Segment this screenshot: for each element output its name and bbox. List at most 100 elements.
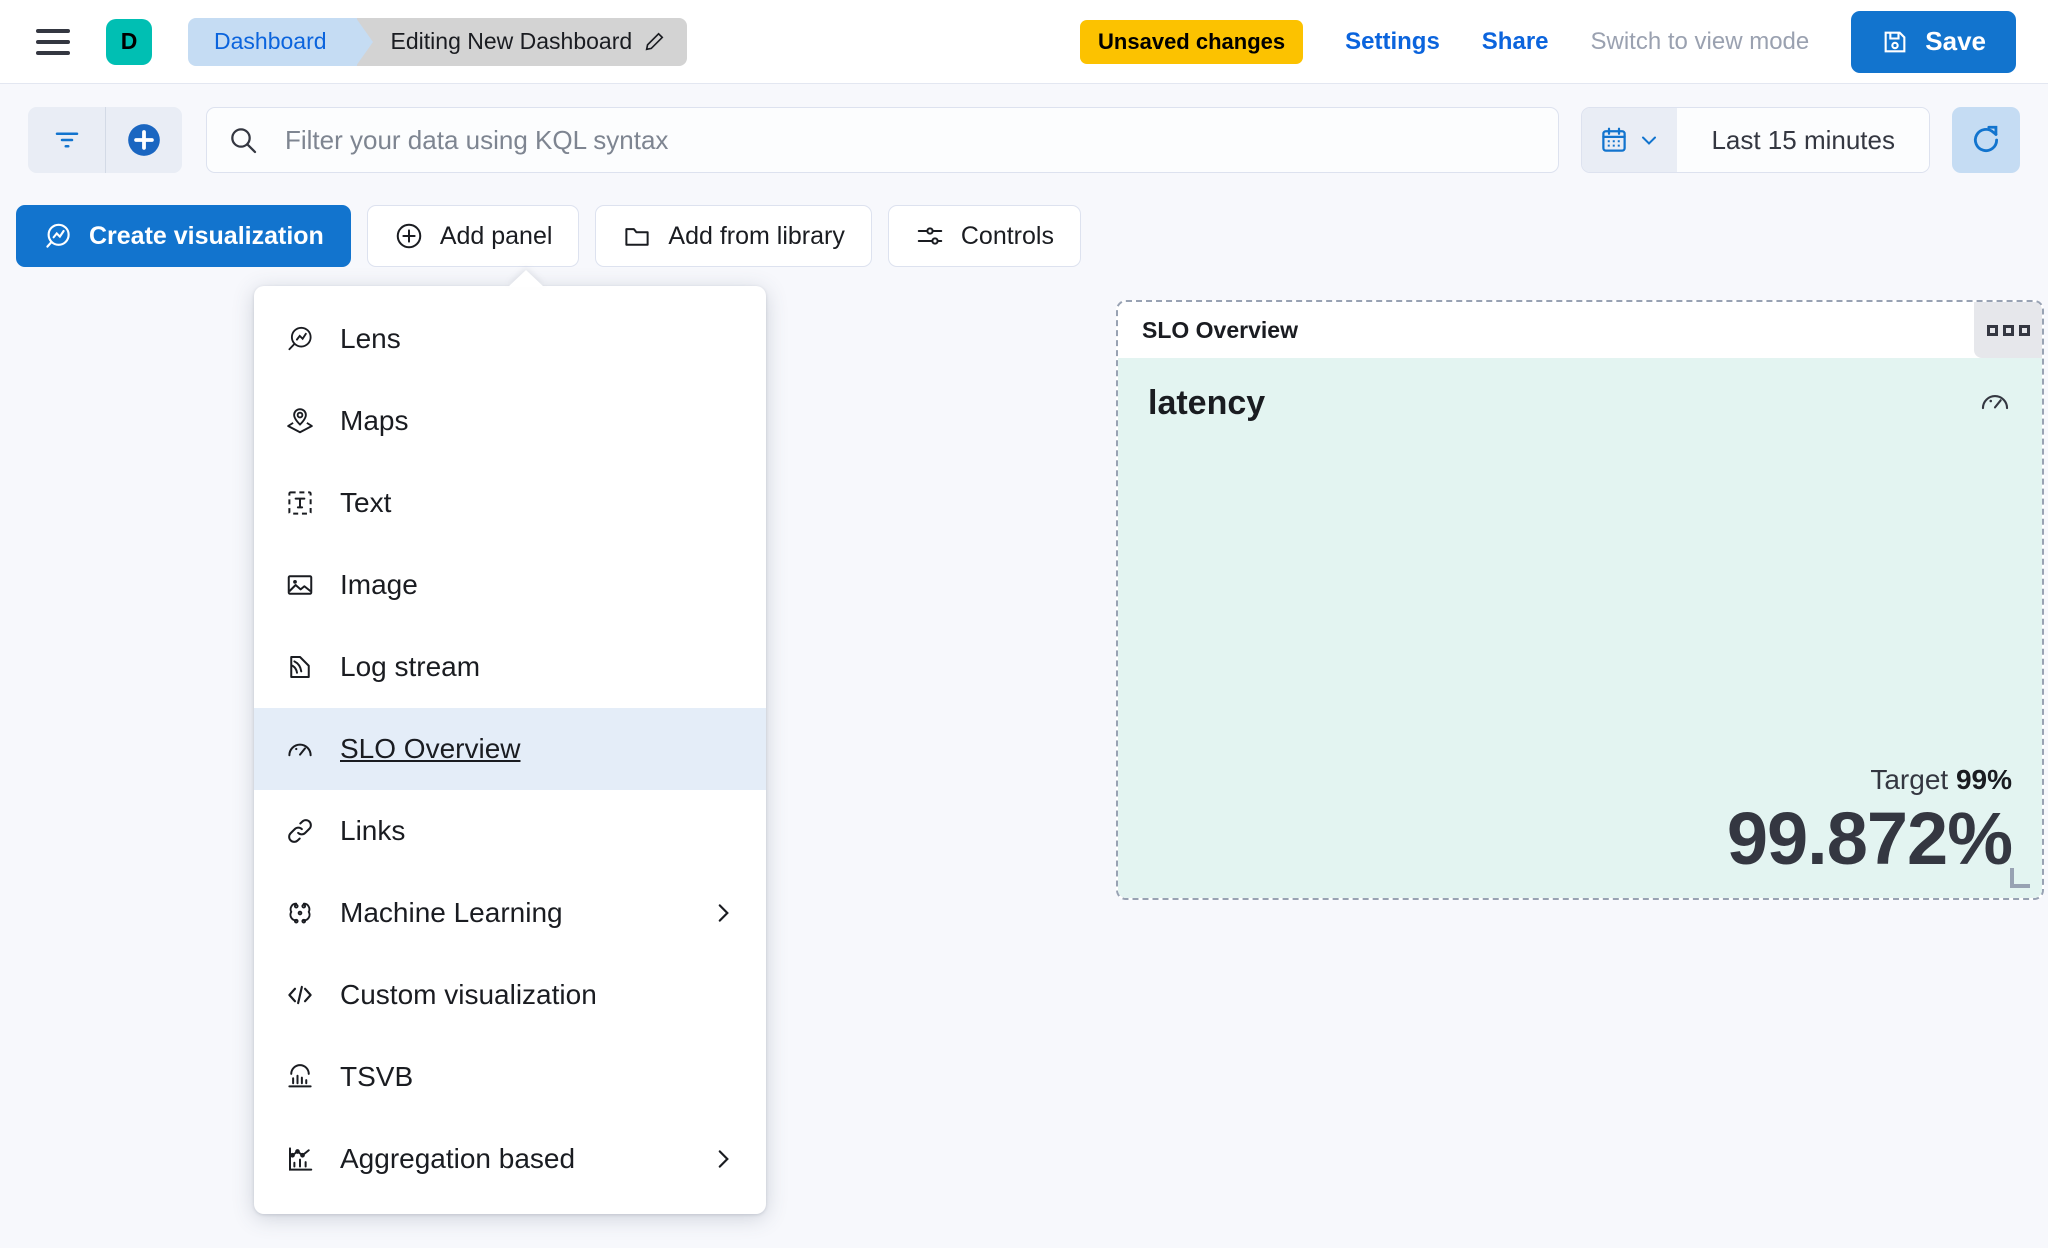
menu-item-links[interactable]: Links <box>254 790 766 872</box>
tsvb-icon <box>284 1061 316 1093</box>
panel-menu-dot <box>2002 324 2014 336</box>
search-input[interactable] <box>285 124 1539 156</box>
ml-icon <box>284 897 316 929</box>
controls-icon <box>917 227 943 245</box>
add-panel-menu: Lens Maps Text Image <box>254 270 766 1214</box>
plus-circle-icon <box>396 223 422 249</box>
menu-item-label: SLO Overview <box>340 733 521 764</box>
menu-item-label: Log stream <box>340 651 481 682</box>
save-button[interactable]: Save <box>1851 10 2016 73</box>
menu-item-label: TSVB <box>340 1061 414 1092</box>
switch-to-view-mode-link[interactable]: Switch to view mode <box>1590 27 1810 55</box>
hamburger-menu-icon[interactable] <box>36 28 70 55</box>
text-icon <box>284 487 316 519</box>
lens-icon <box>46 223 70 248</box>
chevron-right-icon <box>718 1150 729 1168</box>
menu-item-label: Lens <box>340 323 401 354</box>
panel-header: SLO Overview <box>1118 302 2042 358</box>
save-disk-icon <box>1884 31 1906 52</box>
refresh-button[interactable] <box>1952 107 2020 173</box>
menu-item-text[interactable]: Text <box>254 462 766 544</box>
add-panel-button[interactable]: Add panel <box>366 205 580 267</box>
calendar-icon <box>1602 127 1626 152</box>
add-from-library-label: Add from library <box>668 221 845 250</box>
share-link[interactable]: Share <box>1481 27 1549 55</box>
settings-link[interactable]: Settings <box>1345 27 1440 55</box>
lens-icon <box>284 323 316 355</box>
menu-item-image[interactable]: Image <box>254 544 766 626</box>
filter-icon <box>55 132 78 148</box>
refresh-icon <box>1974 125 1999 153</box>
menu-item-label: Maps <box>340 405 409 436</box>
pencil-icon[interactable] <box>643 31 665 53</box>
slo-target-value: 99% <box>1955 764 2012 795</box>
breadcrumb: Dashboard Editing New Dashboard <box>188 17 688 66</box>
dashboard-panel-slo-overview[interactable]: SLO Overview latency Target 99% 99.872% <box>1116 300 2044 900</box>
space-avatar[interactable]: D <box>106 18 152 65</box>
panel-menu-dot <box>2018 324 2030 336</box>
gauge-icon <box>284 733 316 765</box>
add-circle-icon <box>128 124 160 156</box>
date-picker-group: Last 15 minutes <box>1581 107 1930 173</box>
menu-item-tsvb[interactable]: TSVB <box>254 1036 766 1118</box>
code-icon <box>284 979 316 1011</box>
slo-current-value: 99.872% <box>1726 797 2013 880</box>
menu-item-log-stream[interactable]: Log stream <box>254 626 766 708</box>
slo-card-body: latency Target 99% 99.872% <box>1118 358 2042 898</box>
menu-item-lens[interactable]: Lens <box>254 298 766 380</box>
menu-item-machine-learning[interactable]: Machine Learning <box>254 872 766 954</box>
add-from-library-button[interactable]: Add from library <box>595 205 872 267</box>
date-range-display[interactable]: Last 15 minutes <box>1677 108 1929 172</box>
breadcrumb-item-editing[interactable]: Editing New Dashboard <box>356 17 688 66</box>
search-icon <box>231 128 257 154</box>
dashboard-edit-toolbar: Create visualization Add panel Add from … <box>0 197 2048 275</box>
menu-item-label: Custom visualization <box>340 979 597 1010</box>
image-icon <box>284 569 316 601</box>
slo-name: latency <box>1148 384 1266 422</box>
slo-target-row: Target 99% <box>1148 764 2012 796</box>
menu-item-custom-visualization[interactable]: Custom visualization <box>254 954 766 1036</box>
create-visualization-button[interactable]: Create visualization <box>16 205 351 267</box>
menu-item-slo-overview[interactable]: SLO Overview <box>254 708 766 790</box>
resize-handle-icon[interactable] <box>2010 868 2030 888</box>
controls-button[interactable]: Controls <box>887 205 1081 267</box>
popover-arrow <box>508 270 544 287</box>
save-button-label: Save <box>1925 26 1986 56</box>
query-input-wrapper[interactable] <box>206 107 1560 173</box>
slo-title-row: latency <box>1148 384 2012 423</box>
maps-icon <box>284 405 316 437</box>
panel-title: SLO Overview <box>1142 316 1298 343</box>
breadcrumb-editing-label: Editing New Dashboard <box>390 28 633 54</box>
filter-button-group <box>28 107 182 173</box>
controls-label: Controls <box>960 221 1054 250</box>
chevron-down-icon <box>1641 136 1656 145</box>
panel-context-menu-icon[interactable] <box>1974 302 2042 358</box>
query-bar: Last 15 minutes <box>0 85 2048 195</box>
add-filter-button[interactable] <box>105 107 182 173</box>
chevron-right-icon <box>718 904 729 922</box>
menu-item-aggregation-based[interactable]: Aggregation based <box>254 1118 766 1200</box>
date-quick-select-button[interactable] <box>1582 108 1678 172</box>
slo-target-label: Target <box>1870 764 1949 795</box>
app-header: D Dashboard Editing New Dashboard Unsave… <box>0 0 2048 84</box>
logstream-icon <box>284 651 316 683</box>
filter-options-button[interactable] <box>28 107 105 173</box>
unsaved-changes-badge[interactable]: Unsaved changes <box>1080 19 1304 64</box>
menu-item-label: Image <box>340 569 418 600</box>
breadcrumb-item-dashboard[interactable]: Dashboard <box>188 17 373 66</box>
panel-menu-dot <box>1986 324 1998 336</box>
breadcrumb-dashboard-label: Dashboard <box>214 28 327 54</box>
agg-chart-icon <box>284 1143 316 1175</box>
menu-item-label: Text <box>340 487 392 518</box>
header-actions: Unsaved changes Settings Share Switch to… <box>1080 10 2048 73</box>
menu-item-maps[interactable]: Maps <box>254 380 766 462</box>
link-icon <box>284 815 316 847</box>
add-panel-label: Add panel <box>439 221 553 250</box>
menu-item-label: Aggregation based <box>340 1143 576 1174</box>
menu-item-label: Machine Learning <box>340 897 563 928</box>
menu-item-label: Links <box>340 815 406 846</box>
gauge-icon <box>1981 394 2009 410</box>
create-visualization-label: Create visualization <box>89 221 324 250</box>
folder-icon <box>625 228 650 246</box>
slo-metrics: Target 99% 99.872% <box>1148 764 2013 880</box>
